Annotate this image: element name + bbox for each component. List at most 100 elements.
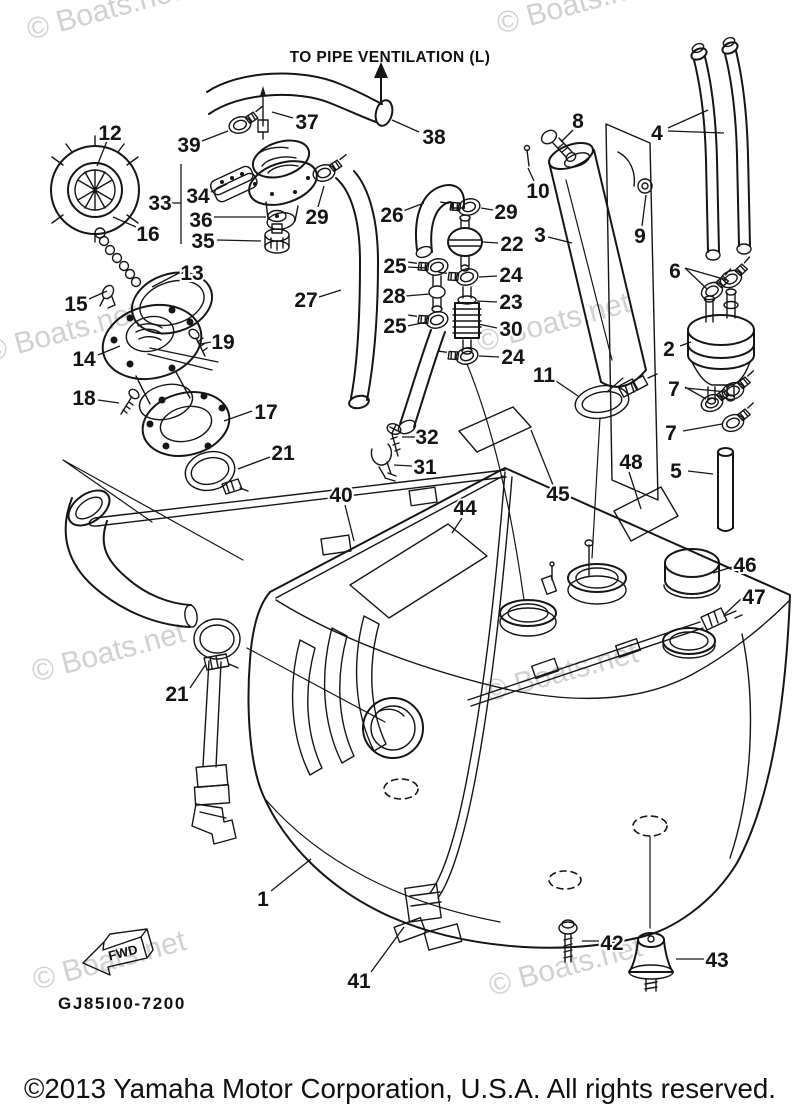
callout-7: 7 bbox=[668, 378, 680, 401]
top-rail bbox=[467, 621, 704, 707]
leader-line-7 bbox=[682, 423, 723, 432]
leader-line-4 bbox=[667, 109, 709, 129]
clamp-24a bbox=[437, 261, 481, 293]
leader-line-19 bbox=[200, 341, 212, 345]
bolt-42 bbox=[558, 919, 578, 963]
filler-hose bbox=[62, 459, 244, 628]
leader-line-44 bbox=[451, 517, 463, 534]
callout-5: 5 bbox=[670, 460, 682, 483]
callout-2: 2 bbox=[663, 338, 675, 361]
leader-line-38 bbox=[391, 119, 420, 133]
clamp-24b bbox=[437, 340, 481, 372]
leader-line-29 bbox=[480, 207, 494, 211]
callout-27: 27 bbox=[294, 289, 317, 312]
clamp-29a bbox=[309, 153, 353, 185]
callout-4: 4 bbox=[651, 122, 663, 145]
clamp-39 bbox=[225, 105, 269, 137]
leader-line-10 bbox=[527, 167, 535, 182]
callout-24: 24 bbox=[501, 346, 525, 369]
leader-line-6 bbox=[684, 267, 728, 281]
leader-line-11 bbox=[552, 378, 579, 397]
washer-9 bbox=[637, 178, 653, 194]
neck-gasket bbox=[141, 391, 231, 457]
drawing-code: GJ85I00-7200 bbox=[58, 994, 186, 1013]
tank-rib bbox=[291, 639, 323, 776]
neck-screw-19 bbox=[188, 328, 208, 357]
leader-line-37 bbox=[271, 111, 294, 119]
callout-36: 36 bbox=[189, 209, 212, 232]
callout-15: 15 bbox=[64, 293, 88, 316]
leader-line-4 bbox=[667, 130, 725, 134]
tank-rib bbox=[355, 615, 387, 752]
filler-cap-assembly bbox=[209, 139, 318, 254]
leader-line-34 bbox=[210, 183, 228, 193]
screw-32 bbox=[386, 423, 402, 457]
cap-46 bbox=[663, 548, 721, 599]
fuel-filter-22 bbox=[447, 214, 483, 272]
callout-6: 6 bbox=[669, 260, 681, 283]
leader-line-25 bbox=[406, 321, 428, 327]
tank-opening-a bbox=[499, 599, 557, 637]
leader-line-22 bbox=[482, 241, 499, 244]
leader-line-16 bbox=[112, 216, 137, 228]
fuel-hose-26 bbox=[415, 184, 465, 259]
clamp-11 bbox=[574, 373, 658, 420]
callout-46: 46 bbox=[733, 554, 756, 577]
callout-8: 8 bbox=[572, 110, 584, 133]
nut-35 bbox=[264, 223, 290, 254]
tank-strap-40 bbox=[88, 469, 507, 556]
joint-23-valve-30 bbox=[452, 286, 482, 355]
label-sticker-44 bbox=[349, 523, 488, 619]
callout-29: 29 bbox=[494, 201, 517, 224]
leader-line-13 bbox=[151, 272, 180, 288]
callout-18: 18 bbox=[72, 387, 96, 410]
clamp-29b bbox=[439, 191, 483, 223]
callout-32: 32 bbox=[415, 426, 438, 449]
leader-line-25 bbox=[406, 266, 428, 269]
leader-line-46 bbox=[712, 566, 733, 574]
fuel-tank bbox=[88, 467, 791, 951]
cap-retainer-chain bbox=[98, 235, 142, 309]
hose-clamp-21-lower bbox=[193, 618, 241, 671]
leader-line-21 bbox=[237, 456, 271, 470]
callout-30: 30 bbox=[499, 318, 522, 341]
leader-line-8 bbox=[560, 129, 574, 143]
joint-28 bbox=[428, 275, 446, 313]
callout-9: 9 bbox=[634, 225, 646, 248]
leader-line-24 bbox=[478, 355, 500, 358]
callout-19: 19 bbox=[211, 331, 234, 354]
callout-13: 13 bbox=[180, 262, 203, 285]
vent-hose bbox=[206, 62, 394, 127]
leader-line-40 bbox=[344, 504, 355, 542]
tank-rib bbox=[323, 627, 355, 764]
callout-31: 31 bbox=[413, 456, 437, 479]
breather-hose-27 bbox=[335, 170, 379, 410]
callout-25: 25 bbox=[383, 255, 407, 278]
callout-26: 26 bbox=[380, 204, 403, 227]
callout-12: 12 bbox=[98, 122, 121, 145]
callout-25: 25 bbox=[383, 315, 407, 338]
leader-line-28 bbox=[405, 293, 430, 297]
callout-24: 24 bbox=[499, 264, 523, 287]
knockout bbox=[383, 778, 419, 800]
neck-screw-18 bbox=[120, 388, 140, 415]
copyright-text: ©2013 Yamaha Motor Corporation, U.S.A. A… bbox=[24, 1073, 776, 1104]
knockout bbox=[632, 815, 668, 837]
label-sticker-48 bbox=[613, 486, 679, 542]
leader-line-18 bbox=[97, 399, 120, 404]
callout-40: 40 bbox=[329, 484, 352, 507]
leader-line-2 bbox=[679, 341, 692, 347]
tank-strap-end bbox=[191, 660, 237, 845]
leader-line-23 bbox=[476, 300, 498, 303]
watermark-text: © Boats.net bbox=[28, 616, 189, 689]
pin-10 bbox=[523, 144, 531, 167]
clamp-7c bbox=[717, 401, 762, 436]
leader-line-31 bbox=[393, 464, 413, 467]
pin-37 bbox=[257, 86, 269, 140]
watermark-text: © Boats.net bbox=[23, 0, 184, 47]
hose-clamp-21-upper bbox=[184, 450, 249, 495]
leader-line-14 bbox=[97, 345, 121, 356]
callout-3: 3 bbox=[534, 224, 546, 247]
filler-gasket-ring bbox=[130, 271, 214, 335]
callout-45: 45 bbox=[546, 483, 570, 506]
